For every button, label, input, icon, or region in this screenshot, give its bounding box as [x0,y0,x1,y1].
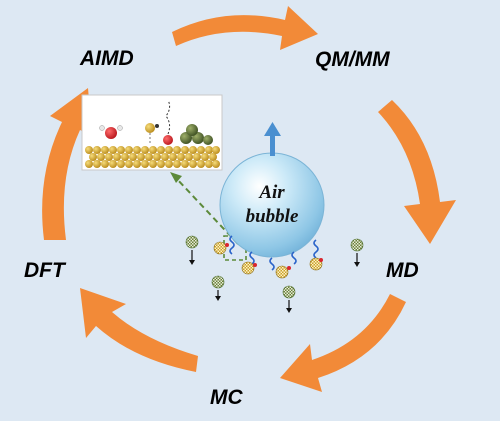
falling-particle [350,238,364,267]
substrate-atoms [85,146,220,168]
bubble-rise-arrow [264,122,281,156]
bubble-label-air: Air [258,182,285,203]
cycle-arrow-aimd-to-qmmm [172,6,318,50]
falling-particles [185,235,364,313]
falling-particle [282,285,296,313]
air-bubble: Air bubble [219,152,325,258]
attached-particle-spheres [213,241,323,279]
cycle-arrows [42,6,456,392]
method-label-mc: MC [210,386,243,409]
cycle-arrow-mc-to-dft [80,288,198,372]
falling-particle [211,275,225,301]
adsorbed-species [99,99,213,145]
surface-inset [81,94,223,171]
cycle-arrow-dft-to-aimd [42,88,92,240]
method-label-aimd: AIMD [79,47,134,70]
falling-particle [185,235,199,265]
method-label-md: MD [386,259,419,282]
cycle-arrow-md-to-mc [280,294,406,392]
cycle-arrow-qmmm-to-md [378,100,456,244]
method-label-dft: DFT [24,259,67,282]
method-label-qmmm: QM/MM [315,48,390,71]
attached-particles [229,235,319,271]
bubble-label-bubble: bubble [246,206,299,227]
